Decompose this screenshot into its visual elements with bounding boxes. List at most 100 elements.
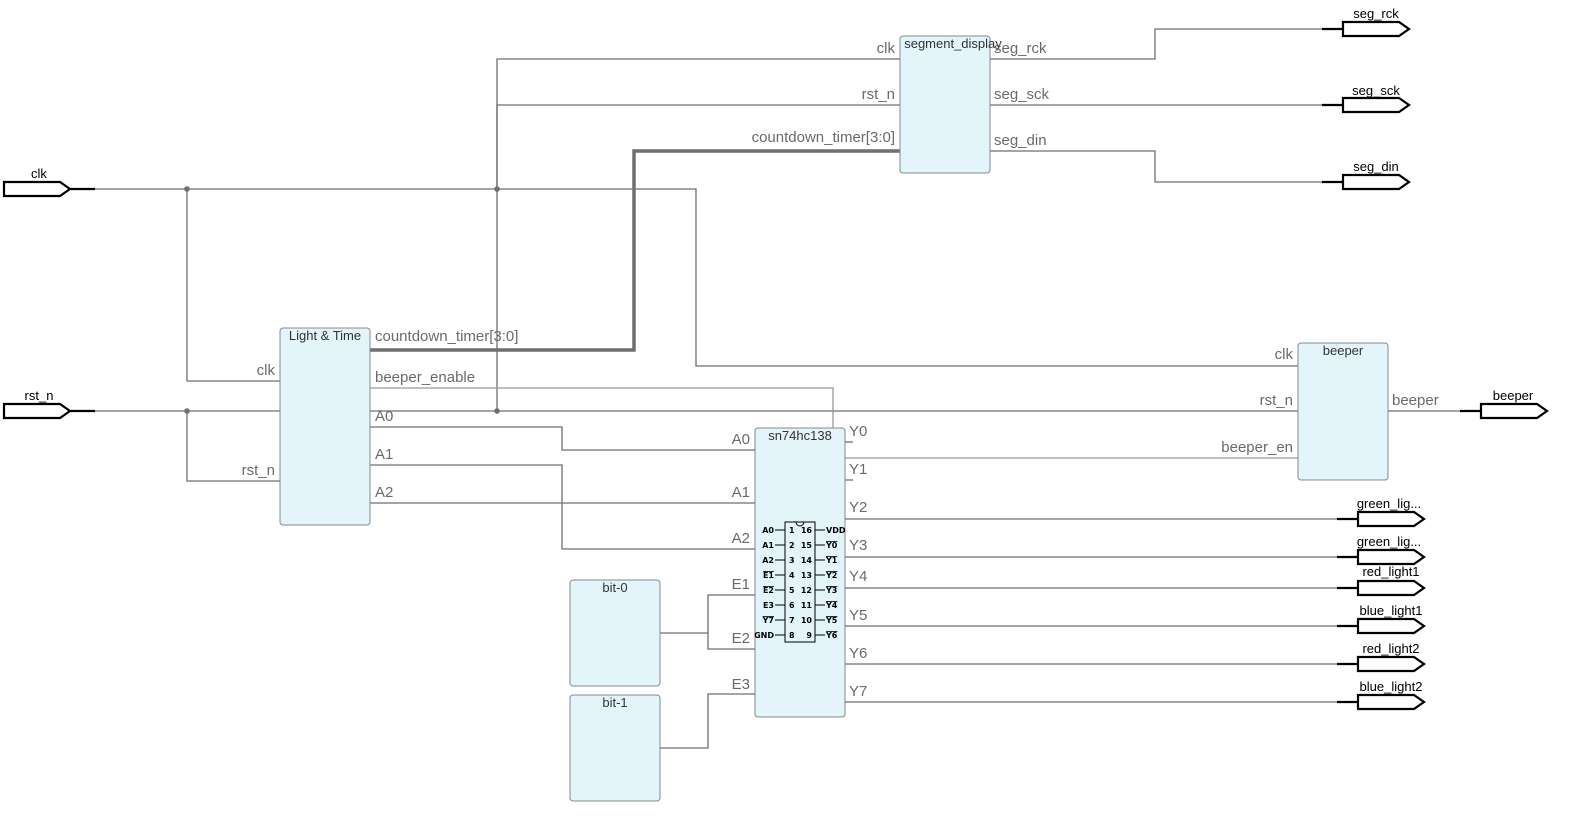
port-green-light-a[interactable]: green_lig... <box>1337 496 1426 528</box>
chip-pin-number: 8 <box>789 631 795 640</box>
block-segment-display-body <box>899 35 991 174</box>
pin-label-a2: A2 <box>732 530 750 547</box>
pin-label-clk: clk <box>877 40 896 57</box>
wire-rst-to-segment <box>496 104 900 411</box>
junction-dot <box>494 186 500 192</box>
wire-bit0-e1-e2 <box>660 594 755 650</box>
block-beeper[interactable]: beeper clk rst_n beeper_en beeper <box>1221 342 1439 481</box>
junction-dot <box>184 186 190 192</box>
port-red-light2[interactable]: red_light2 <box>1337 641 1426 673</box>
block-decoder[interactable]: sn74hc138 A0 A1 A2 E1 E2 E3 Y0 Y1 Y2 Y3 … <box>732 423 868 718</box>
chip-pin-number: 10 <box>801 616 813 625</box>
port-label-green-light-a: green_lig... <box>1357 496 1421 511</box>
port-label-rst-n: rst_n <box>25 388 54 403</box>
port-label-seg-rck: seg_rck <box>1353 6 1399 21</box>
port-rst-n[interactable]: rst_n <box>2 388 95 420</box>
chip-pin-name: E3 <box>763 601 774 610</box>
chip-pin-number: 14 <box>801 556 813 565</box>
block-bit1[interactable]: bit-1 <box>569 694 661 802</box>
port-seg-din[interactable]: seg_din <box>1322 159 1411 191</box>
pin-label-e2: E2 <box>732 630 750 647</box>
chip-pin-name: Y5 <box>825 616 838 625</box>
port-arrow-shape <box>2 402 72 420</box>
block-title: beeper <box>1323 343 1364 358</box>
port-label-blue-light2: blue_light2 <box>1360 679 1423 694</box>
chip-pin-number: 13 <box>801 571 812 580</box>
block-title: bit-1 <box>602 695 627 710</box>
block-bit0[interactable]: bit-0 <box>569 579 661 687</box>
chip-pin-name: Y2 <box>825 571 837 580</box>
port-arrow-shape <box>2 180 72 198</box>
port-blue-light1[interactable]: blue_light1 <box>1337 603 1426 635</box>
block-segment-display[interactable]: segment_display clk rst_n countdown_time… <box>752 35 1050 174</box>
chip-pin-number: 7 <box>789 616 795 625</box>
port-arrow-shape <box>1356 579 1426 597</box>
port-green-light-b[interactable]: green_lig... <box>1337 534 1426 566</box>
pin-label-rst-n: rst_n <box>862 86 895 103</box>
pin-label-y6: Y6 <box>849 645 867 662</box>
wire-countdown-bus <box>370 149 900 352</box>
port-clk[interactable]: clk <box>2 166 95 198</box>
port-label-clk: clk <box>31 166 47 181</box>
wire-clk-main <box>95 188 1298 367</box>
pin-label-beeper-enable: beeper_enable <box>375 369 475 386</box>
port-seg-rck[interactable]: seg_rck <box>1322 6 1411 38</box>
port-arrow-shape <box>1356 548 1426 566</box>
pin-label-rst-n: rst_n <box>1260 392 1293 409</box>
pin-label-a1: A1 <box>732 484 750 501</box>
chip-pin-number: 16 <box>801 526 813 535</box>
chip-body <box>784 521 816 643</box>
chip-pin-name: Y6 <box>825 631 838 640</box>
port-beeper[interactable]: beeper <box>1460 388 1549 420</box>
junctions <box>184 186 500 414</box>
block-beeper-body <box>1297 342 1389 481</box>
chip-pin-number: 15 <box>801 541 813 550</box>
block-light-time-body <box>279 327 371 526</box>
wire-bit1-e3 <box>660 693 755 749</box>
chip-pin-name: Y7 <box>762 616 774 625</box>
chip-pin-name: GND <box>754 631 774 640</box>
wire-beeper-enable <box>370 387 1298 459</box>
pin-label-a1: A1 <box>375 446 393 463</box>
wire-a1 <box>370 464 755 550</box>
pin-label-beeper: beeper <box>1392 392 1439 409</box>
port-arrow-shape <box>1356 617 1426 635</box>
chip-pin-name: A0 <box>762 526 774 535</box>
wires <box>95 28 1460 749</box>
port-arrow-shape <box>1356 655 1426 673</box>
pin-label-e1: E1 <box>732 576 750 593</box>
chip-pin-number: 6 <box>789 601 795 610</box>
block-light-time[interactable]: Light & Time clk rst_n countdown_timer[3… <box>242 327 519 526</box>
port-label-seg-din: seg_din <box>1353 159 1399 174</box>
block-bit0-body <box>569 579 661 687</box>
wire-a0 <box>370 426 755 451</box>
port-arrow-shape <box>1356 510 1426 528</box>
block-title: sn74hc138 <box>768 428 832 443</box>
chip-pin-number: 2 <box>789 541 795 550</box>
pin-label-y0: Y0 <box>849 423 867 440</box>
port-red-light1[interactable]: red_light1 <box>1337 564 1426 597</box>
port-label-seg-sck: seg_sck <box>1352 83 1400 98</box>
block-bit1-body <box>569 694 661 802</box>
pin-label-rst-n: rst_n <box>242 462 275 479</box>
port-seg-sck[interactable]: seg_sck <box>1322 83 1411 114</box>
pin-label-y3: Y3 <box>849 537 867 554</box>
pin-label-a2: A2 <box>375 484 393 501</box>
wire-seg-din <box>990 150 1322 183</box>
chip-pin-number: 3 <box>789 556 795 565</box>
chip-pin-name: Y1 <box>825 556 838 565</box>
chip-pin-name: E1 <box>763 571 774 580</box>
junction-dot <box>494 408 500 414</box>
block-title: segment_display <box>904 36 1002 51</box>
chip-pin-name: Y3 <box>825 586 837 595</box>
pin-label-y7: Y7 <box>849 683 867 700</box>
port-arrow-shape <box>1341 173 1411 191</box>
pin-label-e3: E3 <box>732 676 750 693</box>
block-title: bit-0 <box>602 580 627 595</box>
junction-dot <box>184 408 190 414</box>
port-blue-light2[interactable]: blue_light2 <box>1337 679 1426 711</box>
port-label-green-light-b: green_lig... <box>1357 534 1421 549</box>
chip-pin-number: 4 <box>789 571 795 580</box>
